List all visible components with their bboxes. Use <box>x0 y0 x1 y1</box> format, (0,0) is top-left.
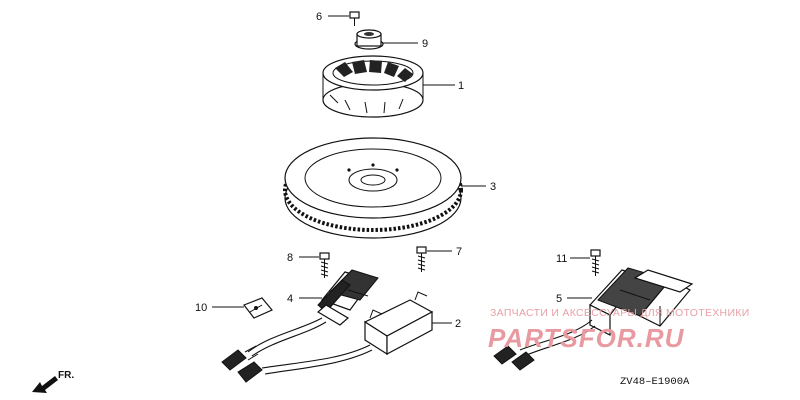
callout-1: 1 <box>458 80 464 92</box>
charge-coil-2 <box>363 291 434 356</box>
watermark-tagline: ЗАПЧАСТИ И АКСЕССУАРЫ ДЛЯ МОТОТЕХНИКИ <box>490 307 750 319</box>
front-direction-label: FR. <box>58 370 74 381</box>
callout-7: 7 <box>456 246 462 258</box>
watermark-logo: PARTSFOR.RU <box>488 323 685 353</box>
bolt-6 <box>349 11 360 26</box>
nut-9 <box>354 29 384 50</box>
callout-4: 4 <box>287 293 293 305</box>
callout-5: 5 <box>556 293 562 305</box>
front-direction-arrow-icon <box>32 376 58 393</box>
callout-11: 11 <box>556 253 567 265</box>
flywheel-3 <box>283 137 463 239</box>
callout-8: 8 <box>287 252 293 264</box>
leader-lines <box>212 15 592 324</box>
bolt-11 <box>590 249 601 276</box>
wiring-left <box>221 317 373 383</box>
bolt-8 <box>319 252 330 278</box>
wiring-right <box>493 319 596 371</box>
callout-2: 2 <box>455 318 461 330</box>
exciter-coil-5 <box>589 267 694 336</box>
callout-9: 9 <box>422 38 428 50</box>
callout-3: 3 <box>490 181 496 193</box>
callout-6: 6 <box>316 11 322 23</box>
bolt-7 <box>416 246 427 272</box>
callout-10: 10 <box>195 302 207 314</box>
clip-10 <box>243 297 273 319</box>
cooling-fan-1 <box>322 55 424 118</box>
ignition-coil-4 <box>316 269 379 326</box>
diagram-code: ZV48–E1900A <box>620 376 690 388</box>
